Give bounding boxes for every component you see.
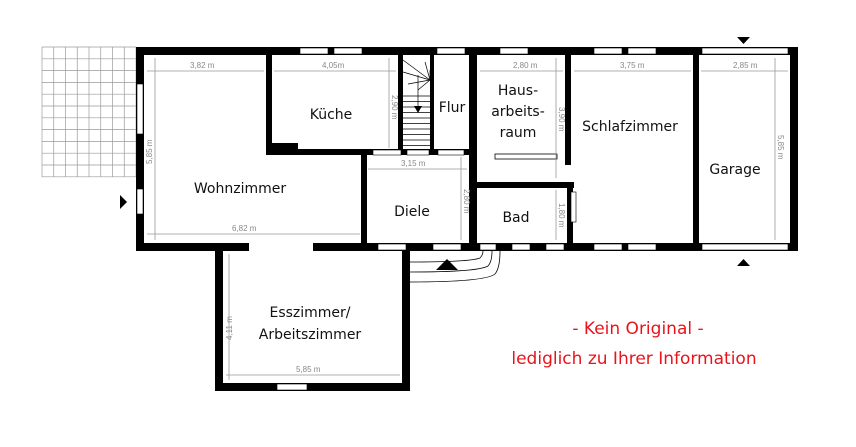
dim-schlafzimmer-width: 3,75 m xyxy=(620,61,645,70)
room-label-diele: Diele xyxy=(394,204,430,220)
room-label-esszimmer-2: Arbeitszimmer xyxy=(259,327,362,343)
terrace-grid xyxy=(41,46,137,178)
dim-wohnzimmer-full-width: 6,82 m xyxy=(232,224,257,233)
walls xyxy=(136,47,798,391)
dim-wohnzimmer-width: 3,82 m xyxy=(190,61,215,70)
garage-entrance-arrow-top-icon xyxy=(737,37,750,44)
room-label-garage: Garage xyxy=(709,162,760,178)
entry-steps xyxy=(409,250,501,283)
dim-diele-width: 3,15 m xyxy=(401,159,426,168)
dim-garage-width: 2,85 m xyxy=(733,61,758,70)
room-label-schlafzimmer: Schlafzimmer xyxy=(582,119,678,135)
dim-bad-depth: 1,80 m xyxy=(557,203,566,228)
room-label-hausarbeitsraum-2: arbeits- xyxy=(491,104,545,120)
room-label-esszimmer-1: Esszimmer/ xyxy=(269,305,350,321)
side-entrance-arrow-icon xyxy=(120,195,127,209)
room-label-wohnzimmer: Wohnzimmer xyxy=(194,181,286,197)
dimension-lines xyxy=(147,58,788,380)
room-label-kueche: Küche xyxy=(310,107,353,123)
dim-esszimmer-depth: 4,11 m xyxy=(225,316,234,340)
dimension-labels: 3,82 m 4,05m 6,82 m 5,85 m 2,90 m 3,15 m… xyxy=(145,61,785,374)
room-label-bad: Bad xyxy=(502,210,529,226)
stair-arrow-icon xyxy=(414,106,422,113)
notice-line-1: - Kein Original - xyxy=(572,319,703,339)
dim-esszimmer-width: 5,85 m xyxy=(296,365,321,374)
dim-hausarbeitsraum-width: 2,80 m xyxy=(513,61,538,70)
dim-kueche-depth: 2,90 m xyxy=(390,95,399,120)
dim-garage-depth: 5,85 m xyxy=(776,135,785,160)
staircase xyxy=(402,59,431,146)
dim-wohnzimmer-depth: 5,85 m xyxy=(145,139,154,164)
windows xyxy=(136,47,789,391)
room-label-hausarbeitsraum-1: Haus- xyxy=(498,83,538,99)
dim-diele-depth: 2,80 m xyxy=(462,189,471,214)
room-label-hausarbeitsraum-3: raum xyxy=(500,125,537,141)
dim-hausarbeitsraum-depth: 3,90 m xyxy=(557,107,566,132)
garage-entrance-arrow-bottom-icon xyxy=(737,259,750,266)
dim-kueche-width: 4,05m xyxy=(322,61,345,70)
room-label-flur: Flur xyxy=(439,100,466,116)
entrance-arrow-icon xyxy=(436,259,458,270)
notice-line-2: lediglich zu Ihrer Information xyxy=(511,349,756,369)
room-labels: Wohnzimmer Küche Flur Haus- arbeits- rau… xyxy=(194,83,761,343)
